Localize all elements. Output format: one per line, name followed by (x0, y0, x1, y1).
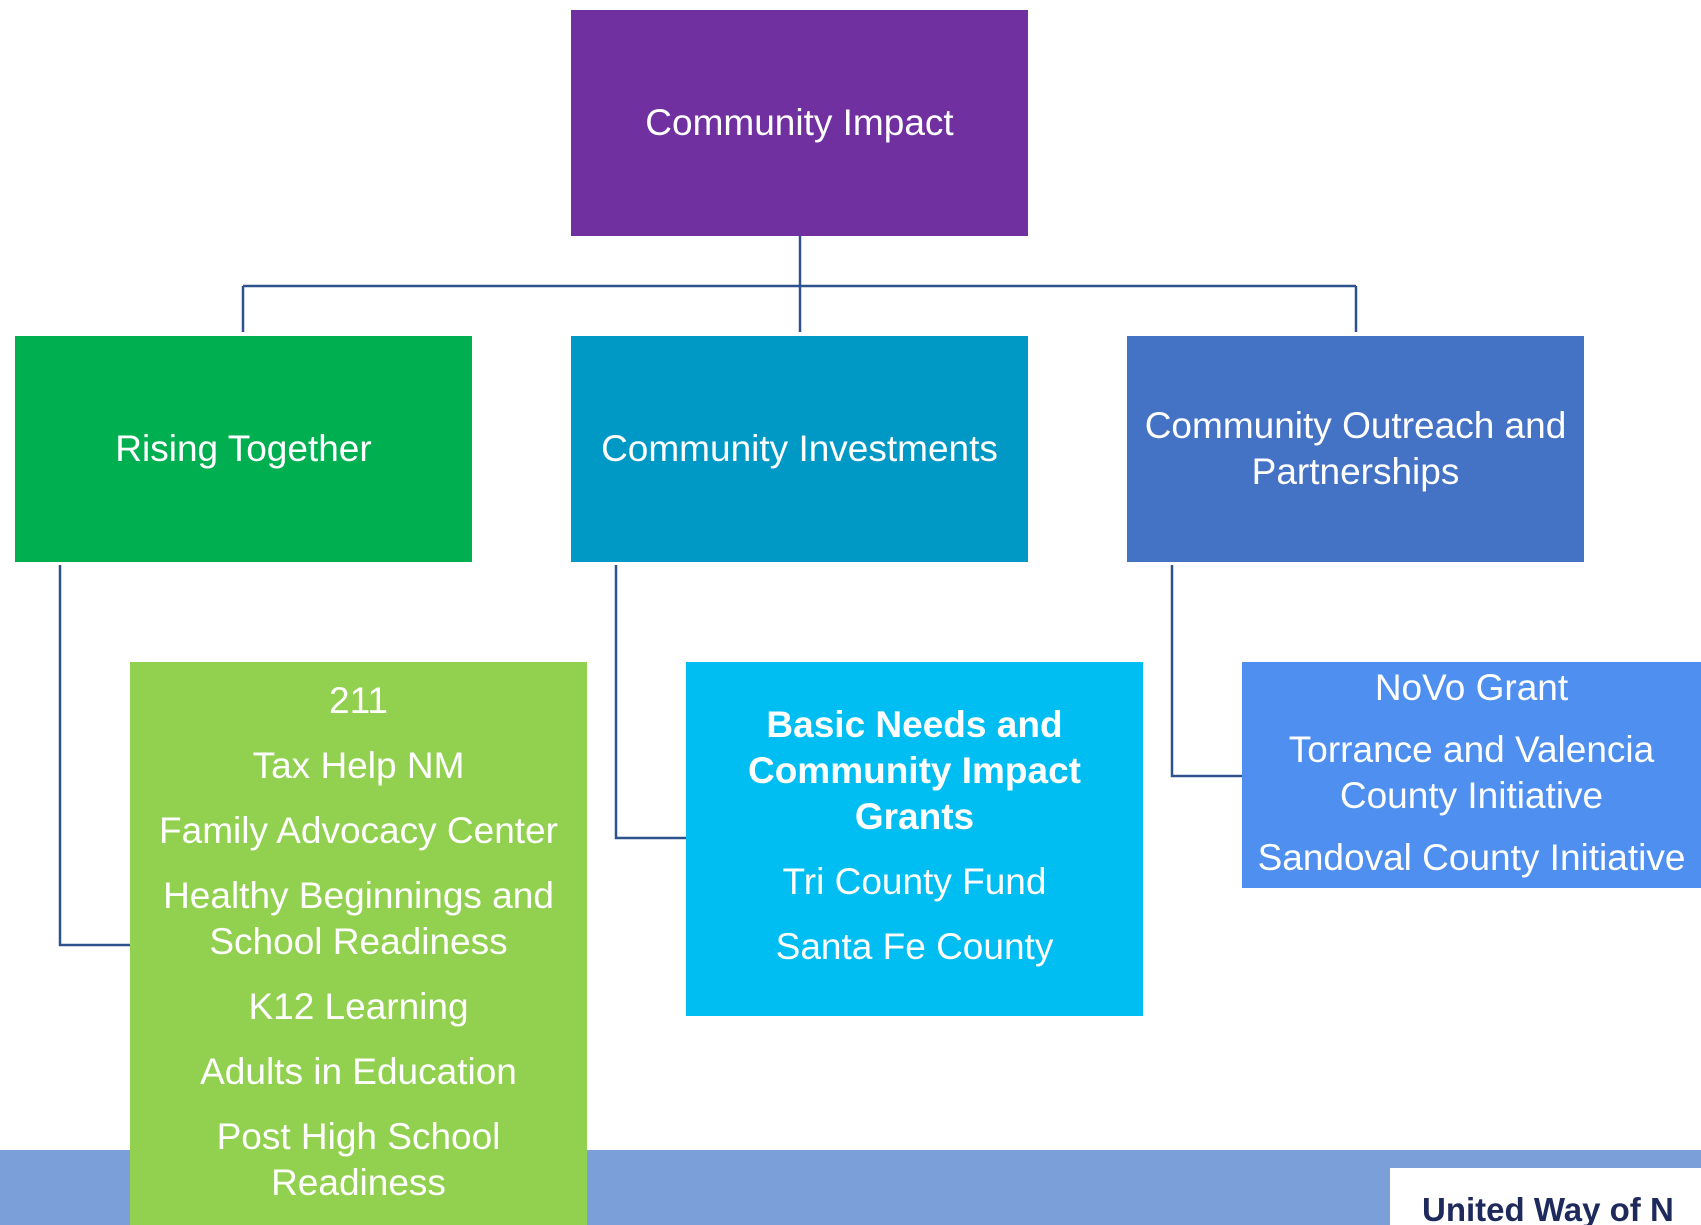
program-list-rising-together: 211 Tax Help NM Family Advocacy Center H… (130, 662, 587, 1225)
program-item: Adults in Education (200, 1051, 517, 1092)
program-item: Tri County Fund (782, 861, 1047, 902)
connector-investments-list (614, 565, 686, 840)
connector-group (58, 236, 1358, 947)
logo-text: United Way of N (1422, 1191, 1674, 1225)
program-item: Santa Fe County (775, 926, 1054, 967)
connector-rising-list (58, 565, 130, 947)
program-item: Family Advocacy Center (159, 810, 558, 851)
department-node-community-investments: Community Investments (571, 336, 1028, 562)
organization-logo: United Way of N (1390, 1168, 1701, 1225)
program-list-community-investments: Basic Needs and Community Impact Grants … (686, 662, 1143, 1016)
program-item: Post High School Readiness (216, 1116, 501, 1203)
program-item: Healthy Beginnings and School Readiness (163, 875, 554, 962)
program-item: Tax Help NM (252, 745, 465, 786)
program-item: 211 (329, 680, 388, 721)
department-node-community-outreach: Community Outreach and Partnerships (1127, 336, 1584, 562)
root-node-community-impact: Community Impact (571, 10, 1028, 236)
program-item: Basic Needs and Community Impact Grants (747, 704, 1082, 837)
program-item: NoVo Grant (1374, 667, 1569, 708)
connector-outreach-list (1170, 565, 1242, 778)
program-item: K12 Learning (248, 986, 469, 1027)
program-item: Sandoval County Initiative (1257, 837, 1686, 878)
department-node-rising-together: Rising Together (15, 336, 472, 562)
root-node-label: Community Impact (645, 102, 954, 143)
program-item: Torrance and Valencia County Initiative (1288, 729, 1655, 816)
department-label: Community Outreach and Partnerships (1144, 405, 1567, 492)
department-label: Community Investments (601, 428, 998, 469)
program-list-community-outreach: NoVo Grant Torrance and Valencia County … (1242, 662, 1701, 888)
department-label: Rising Together (115, 428, 372, 469)
